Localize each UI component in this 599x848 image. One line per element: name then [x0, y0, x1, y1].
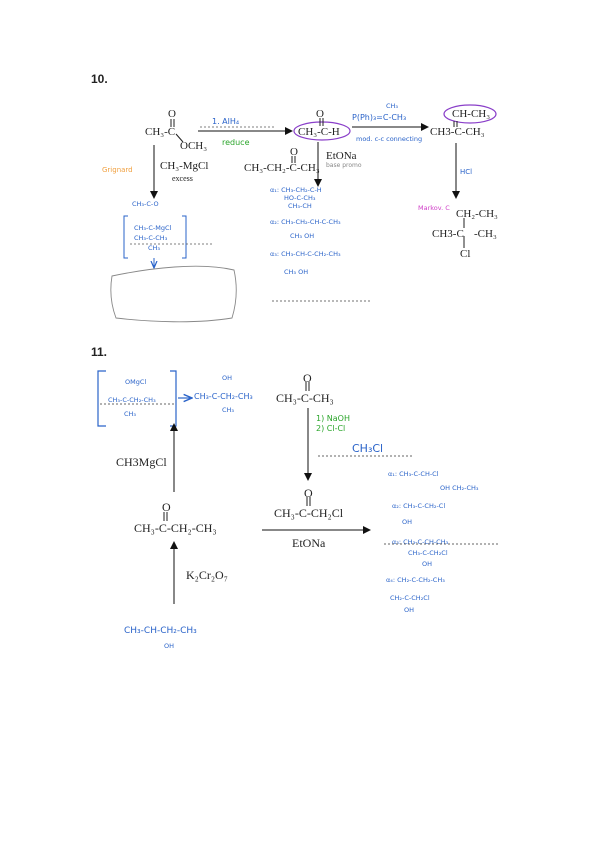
- naoh-step: 1) NaOH: [316, 414, 350, 423]
- etona-q11: EtONa: [292, 536, 326, 550]
- bracket-main: CH₃-C-CH₂-CH₃: [108, 396, 156, 404]
- grignard-reagent: CH₃-MgCl: [160, 160, 209, 172]
- product-cl: Cl: [460, 248, 471, 260]
- chloroketone: CH₃-C-CH₂Cl: [274, 506, 344, 520]
- alcohol-oh: OH: [222, 374, 233, 382]
- acetone-o: O: [303, 371, 312, 385]
- q10-aldol-line-6: α₃: CH₃-CH-C-CH₂-CH₃: [270, 250, 341, 258]
- cl2-step: 2) Cl-Cl: [316, 424, 346, 433]
- butanone: CH₃-C-CH₂-CH₃: [134, 521, 217, 535]
- ketone-o: O: [290, 146, 298, 158]
- markov-note: Markov. C: [418, 204, 450, 212]
- bracket-top: OMgCl: [125, 378, 147, 386]
- ester-carbonyl-o: O: [168, 108, 176, 120]
- q10-aldol-line-1: α₁: CH₃-CH₂-C-H: [270, 186, 322, 194]
- q10-grignard-int-3: CH₃-C-CH₃: [134, 234, 168, 242]
- start-oh: OH: [164, 642, 175, 650]
- product-top: CH₂-CH₃: [456, 208, 498, 220]
- aldehyde-o: O: [316, 108, 324, 120]
- q10-grignard-int-1: CH₃-C-O: [132, 200, 159, 208]
- ylide-ch3: CH₃: [386, 102, 399, 110]
- q11-aldol-line-3: α₂: CH₃-C-CH₂-Cl: [392, 502, 446, 510]
- ester-bonds: [170, 119, 184, 143]
- alkene-oval: [443, 104, 497, 124]
- ch3cl-label: CH₃Cl: [352, 442, 384, 455]
- bracket-bottom: CH₃: [124, 410, 137, 418]
- q10-grignard-int-4: CH₃: [148, 244, 161, 252]
- q10-grignard-bracket: [123, 215, 187, 268]
- base-note: base promo: [326, 162, 362, 169]
- q10-aldol-line-7: CH₃ OH: [284, 268, 309, 276]
- chloroketone-o: O: [304, 486, 313, 500]
- aldehyde: CH₃-C-H: [298, 126, 340, 138]
- acetone: CH₃-C-CH₃: [276, 391, 334, 405]
- q11-aldol-line-9: CH₂-C-CH₂Cl: [390, 594, 430, 602]
- etona-label: EtONa: [326, 150, 357, 162]
- q10-aldol-line-5: CH₃ OH: [290, 232, 315, 240]
- q11-aldol-line-1: α₁: CH₃-C-CH-Cl: [388, 470, 439, 478]
- ketone-o-q11: O: [162, 500, 171, 514]
- hcl-label: HCl: [460, 168, 473, 176]
- question-11-number: 11.: [91, 345, 108, 359]
- grignard-q11: CH3MgCl: [116, 455, 167, 469]
- reduce-reagent: 1. AlH₄: [212, 117, 240, 126]
- aldehyde-oval: [293, 121, 351, 141]
- product-mid: CH3-C: [432, 228, 464, 240]
- q10-aldol-line-4: α₂: CH₃-CH₂-CH-C-CH₃: [270, 218, 341, 226]
- alcohol: CH₃-C-CH₂-CH₃: [194, 392, 253, 401]
- q11-aldol-line-6: CH₃-C-CH₂Cl: [408, 549, 448, 557]
- grignard-note: Grignard: [102, 166, 133, 174]
- q11-aldol-line-10: OH: [404, 606, 415, 614]
- q11-aldol-line-2: OH CH₂-CH₃: [440, 484, 479, 492]
- q11-aldol-line-5: α₃: CH₃-C-CH-CH₃: [392, 538, 449, 546]
- alkene-top: CH-CH₃: [452, 108, 491, 120]
- reduce-note: reduce: [222, 138, 250, 147]
- grignard-excess: excess: [172, 174, 193, 183]
- ester-left: CH₃-C: [145, 126, 176, 138]
- ylide: P(Ph)₃=C-CH₃: [352, 113, 407, 122]
- k2cr2o7-label: K₂Cr₂O₇: [186, 568, 228, 582]
- q11-aldol-line-4: OH: [402, 518, 413, 526]
- question-10-number: 10.: [91, 72, 108, 86]
- start-alcohol: CH₃-CH-CH₂-CH₃: [124, 626, 197, 636]
- q10-aldol-line-2: HO-C-CH₃: [284, 194, 316, 202]
- q11-aldol-line-8: α₄: CH₂-C-CH₂-CH₃: [386, 576, 445, 584]
- wittig-note: mod. c-c connecting: [356, 135, 423, 143]
- q11-alkoxide-bracket: [97, 370, 192, 427]
- alcohol-ch3: CH₃: [222, 406, 235, 414]
- q10-grignard-int-2: CH₃-C-MgCl: [134, 224, 172, 232]
- q10-aldol-line-3: CH₃-CH: [288, 202, 312, 210]
- ester-och3: OCH₃: [180, 140, 208, 152]
- ketone: CH₃-CH₂-C-CH₃: [244, 162, 320, 174]
- q10-empty-box: [110, 265, 237, 323]
- alkene-main: CH3-C-CH₃: [430, 126, 485, 138]
- q11-aldol-line-7: OH: [422, 560, 433, 568]
- product-right: -CH₃: [474, 228, 497, 240]
